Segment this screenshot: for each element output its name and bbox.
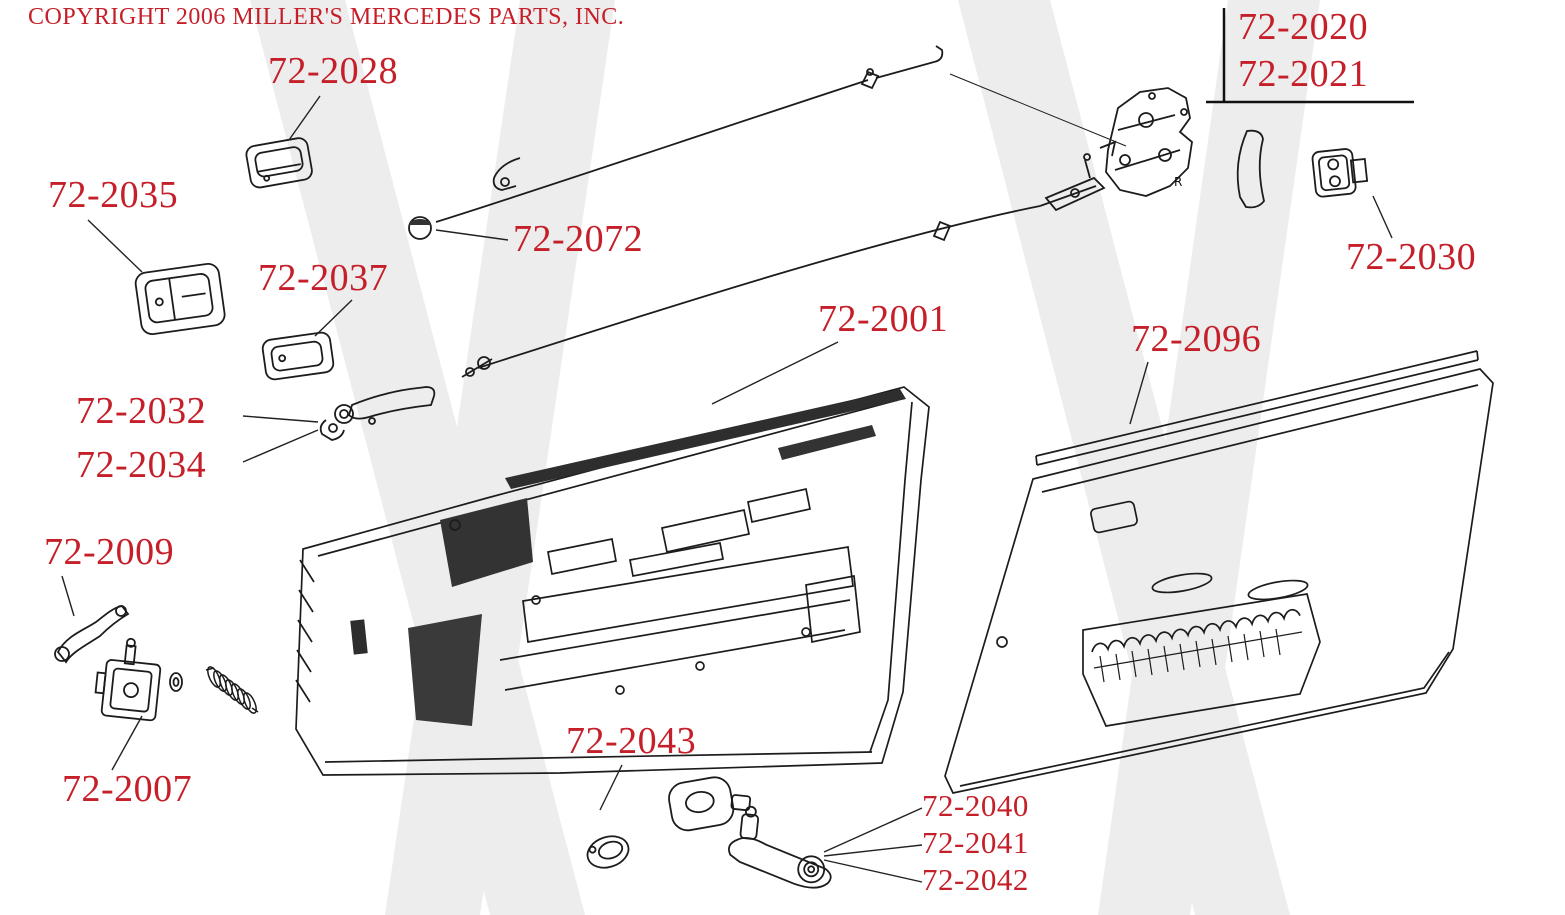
door-inner-shell-drawing [295, 386, 930, 776]
lock-filler-bracket-drawing [1236, 129, 1265, 209]
part-label-72-2021[interactable]: 72-2021 [1238, 53, 1369, 95]
part-label-72-2096[interactable]: 72-2096 [1131, 318, 1262, 360]
part-label-72-2037[interactable]: 72-2037 [258, 257, 389, 299]
leader-lines [61, 95, 1393, 883]
part-label-72-2034[interactable]: 72-2034 [76, 444, 207, 486]
part-label-72-2001[interactable]: 72-2001 [818, 298, 949, 340]
part-label-72-2042[interactable]: 72-2042 [922, 862, 1029, 897]
lock-rods-drawing [408, 45, 1127, 378]
label-bracket-2020-2021 [1206, 8, 1414, 104]
pull-cup-drawing [245, 137, 313, 189]
part-label-72-2035[interactable]: 72-2035 [48, 174, 179, 216]
part-label-72-2032[interactable]: 72-2032 [76, 390, 207, 432]
part-label-72-2020[interactable]: 72-2020 [1238, 6, 1369, 48]
part-label-72-2040[interactable]: 72-2040 [922, 788, 1029, 823]
striker-plate-drawing [1311, 148, 1369, 198]
part-label-72-2072[interactable]: 72-2072 [513, 218, 644, 260]
door-outer-panel-drawing [944, 350, 1494, 794]
door-lock-drawing: R [1099, 87, 1193, 197]
interior-handle-lever-drawing [319, 386, 436, 441]
door-check-lever-drawing [54, 605, 130, 664]
part-label-72-2043[interactable]: 72-2043 [566, 720, 697, 762]
copyright-text: COPYRIGHT 2006 MILLER'S MERCEDES PARTS, … [28, 4, 625, 30]
part-label-72-2007[interactable]: 72-2007 [62, 768, 193, 810]
part-label-72-2009[interactable]: 72-2009 [44, 531, 175, 573]
part-label-72-2030[interactable]: 72-2030 [1346, 236, 1477, 278]
door-check-bracket-drawing [94, 637, 259, 722]
part-label-72-2041[interactable]: 72-2041 [922, 825, 1029, 860]
escutcheon-small-drawing [261, 331, 335, 381]
escutcheon-large-drawing [134, 262, 226, 336]
outside-handle-drawing [586, 776, 832, 889]
lock-side-marking: R [1174, 175, 1182, 189]
part-label-72-2028[interactable]: 72-2028 [268, 50, 399, 92]
